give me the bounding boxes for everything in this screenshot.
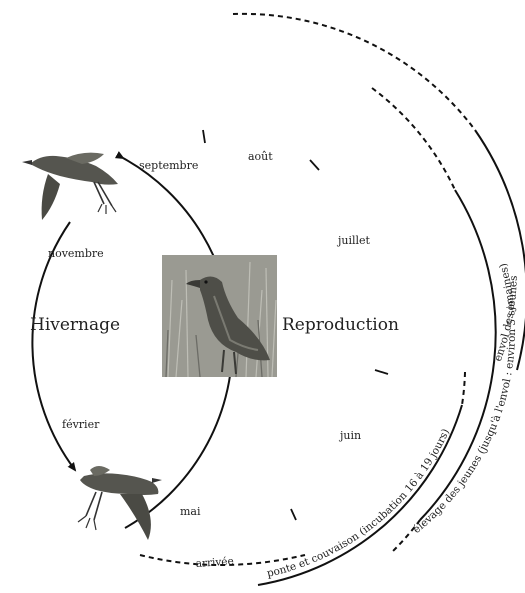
month-mai: mai: [180, 505, 201, 518]
month-septembre: septembre: [139, 159, 198, 172]
month-fevrier: février: [62, 418, 100, 431]
label-reproduction: Reproduction: [282, 315, 399, 335]
flying-bird-bottom-icon: [78, 466, 162, 540]
month-juin: juin: [338, 429, 361, 442]
tick-mark: [375, 370, 388, 374]
label-elevage: élevage des jeunes (jusqu'à l'envol : en…: [411, 262, 518, 536]
month-novembre: novembre: [48, 247, 104, 260]
tick-mark: [310, 160, 319, 170]
flying-bird-top-icon: [22, 153, 118, 220]
arc-envol-dashed: [233, 14, 475, 130]
arc-elevage-dashed-top: [372, 88, 455, 190]
arc-ponte-dashed: [462, 372, 465, 405]
month-juillet: juillet: [336, 234, 371, 247]
label-arrivee: arrivée: [195, 555, 234, 570]
month-aout: août: [248, 150, 273, 163]
tick-mark: [291, 509, 296, 520]
corncrake-photo: [162, 255, 277, 377]
tick-mark: [203, 130, 205, 143]
label-hivernage: Hivernage: [30, 315, 120, 335]
